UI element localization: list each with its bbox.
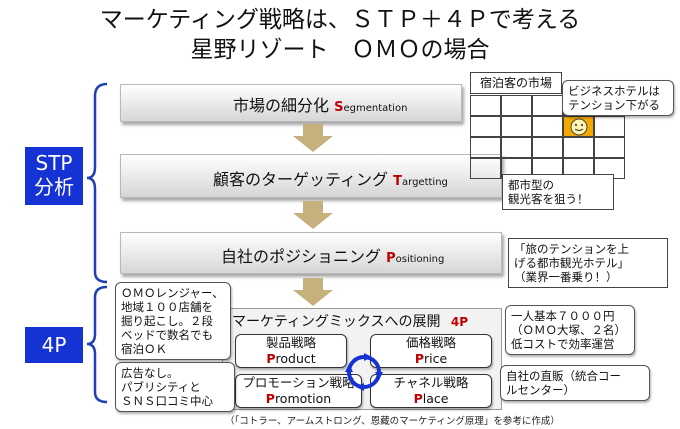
targeting-en: argetting bbox=[402, 177, 448, 188]
page-title: マーケティング戦略は、ＳＴＰ＋４Ｐで考える bbox=[99, 7, 581, 33]
step-segmentation: 市場の細分化 Segmentation bbox=[120, 84, 462, 122]
price-initial: P bbox=[414, 351, 424, 366]
smiley-face-icon bbox=[570, 118, 588, 136]
place-strategy-box: チャネル戦略 Place bbox=[370, 374, 492, 408]
target-note: 都市型の 観光客を狙う！ bbox=[502, 174, 614, 210]
note-line: げる都市観光ホテル」 bbox=[514, 256, 629, 270]
note-line: 広告なし。 bbox=[121, 366, 179, 380]
market-cell bbox=[594, 137, 625, 158]
stp-analysis-label: STP 分析 bbox=[25, 147, 83, 205]
note-line: パブリシティと bbox=[121, 380, 201, 394]
segmentation-en: egmentation bbox=[343, 103, 408, 114]
targeting-initial: T bbox=[393, 174, 403, 189]
step-targeting: 顧客のターゲッティング Targetting bbox=[120, 154, 502, 198]
place-initial: P bbox=[413, 391, 423, 406]
cycle-arrows-icon bbox=[345, 353, 383, 391]
business-hotel-callout: ビジネスホテルは テンション下がる bbox=[562, 80, 674, 116]
positioning-label: 自社のポジショニング Positioning bbox=[221, 243, 444, 267]
4p-label: 4P bbox=[25, 327, 83, 363]
note-line: 観光客を狙う！ bbox=[508, 192, 589, 206]
note-line: ＳＮＳ口コミ中心 bbox=[121, 394, 213, 408]
market-cell bbox=[470, 158, 501, 179]
page-subtitle: 星野リゾート ＯＭＯの場合 bbox=[190, 37, 490, 63]
product-strategy-box: 製品戦略 Product bbox=[235, 334, 347, 368]
promotion-strategy-box: プロモーション戦略 Promotion bbox=[235, 374, 362, 408]
market-cell bbox=[594, 116, 625, 137]
price-en: rice bbox=[423, 351, 448, 366]
note-line: ルセンター） bbox=[506, 383, 575, 397]
market-cell bbox=[532, 95, 563, 116]
positioning-initial: P bbox=[386, 251, 396, 266]
positioning-jp: 自社のポジショニング bbox=[221, 247, 382, 266]
note-line: 一人基本７０００円 bbox=[511, 309, 615, 323]
stp-label-line1: STP bbox=[35, 151, 73, 175]
product-initial: P bbox=[266, 351, 276, 366]
market-cell-highlight bbox=[563, 116, 594, 137]
promotion-note: 広告なし。 パブリシティと ＳＮＳ口コミ中心 bbox=[115, 362, 235, 412]
note-line: 「旅のテンションを上 bbox=[514, 242, 629, 256]
market-cell bbox=[563, 137, 594, 158]
segmentation-initial: S bbox=[334, 100, 344, 115]
segmentation-label: 市場の細分化 Segmentation bbox=[233, 92, 407, 116]
place-note: 自社の直販（統合コー ルセンター） bbox=[500, 365, 650, 401]
promotion-initial: P bbox=[265, 391, 275, 406]
note-line: 宿泊ＯＫ bbox=[121, 342, 167, 356]
positioning-note: 「旅のテンションを上 げる都市観光ホテル」 （業界一番乗り！） bbox=[508, 238, 668, 288]
segmentation-jp: 市場の細分化 bbox=[233, 96, 330, 115]
price-note: 一人基本７０００円 （ＯＭＯ大塚、２名） 低コストで効率運営 bbox=[505, 305, 635, 355]
note-line: （業界一番乗り！） bbox=[514, 270, 618, 284]
source-footnote: （「コトラー、アームストロング、恩藏のマーケティング原理」を参考に作成） bbox=[225, 416, 560, 427]
market-cell bbox=[532, 137, 563, 158]
place-jp: チャネル戦略 bbox=[393, 375, 469, 390]
product-jp: 製品戦略 bbox=[265, 335, 316, 350]
note-line: 掘り起こし。２段 bbox=[121, 314, 213, 328]
note-line: （ＯＭＯ大塚、２名） bbox=[511, 323, 626, 337]
market-cell bbox=[532, 116, 563, 137]
note-line: ＯＭＯレンジャー、 bbox=[121, 286, 224, 300]
note-line: 地域１００店舗を bbox=[121, 300, 213, 314]
callout-line: テンション下がる bbox=[568, 98, 660, 112]
market-grid-title: 宿泊客の市場 bbox=[470, 72, 562, 94]
marketing-mix-title: マーケティングミックスへの展開 4P bbox=[232, 311, 468, 331]
marketing-mix-jp: マーケティングミックスへの展開 bbox=[232, 314, 441, 330]
callout-line: ビジネスホテルは bbox=[568, 84, 660, 98]
market-cell bbox=[501, 137, 532, 158]
promotion-jp: プロモーション戦略 bbox=[242, 375, 355, 390]
market-cell bbox=[501, 95, 532, 116]
down-arrow-1-icon bbox=[293, 124, 333, 152]
targeting-jp: 顧客のターゲッティング bbox=[213, 170, 389, 189]
market-cell bbox=[470, 137, 501, 158]
product-note: ＯＭＯレンジャー、 地域１００店舗を 掘り起こし。２段 ベッドで数名でも 宿泊Ｏ… bbox=[115, 282, 231, 360]
market-cell bbox=[470, 95, 501, 116]
down-arrow-3-icon bbox=[293, 278, 333, 306]
price-jp: 価格戦略 bbox=[405, 335, 456, 350]
note-line: ベッドで数名でも bbox=[121, 328, 213, 342]
targeting-label: 顧客のターゲッティング Targetting bbox=[213, 166, 448, 190]
note-line: 自社の直販（統合コー bbox=[506, 369, 621, 383]
market-cell bbox=[470, 116, 501, 137]
step-positioning: 自社のポジショニング Positioning bbox=[120, 232, 502, 274]
price-strategy-box: 価格戦略 Price bbox=[370, 334, 492, 368]
positioning-en: ositioning bbox=[395, 254, 445, 265]
place-en: lace bbox=[422, 391, 449, 406]
product-en: roduct bbox=[275, 351, 316, 366]
promotion-en: romotion bbox=[274, 391, 332, 406]
4p-bracket bbox=[86, 285, 108, 404]
market-cell bbox=[501, 116, 532, 137]
down-arrow-2-icon bbox=[293, 201, 333, 229]
note-line: 都市型の bbox=[508, 178, 554, 192]
bracket-lines bbox=[86, 82, 108, 404]
stp-label-line2: 分析 bbox=[34, 175, 74, 199]
stp-bracket bbox=[86, 82, 108, 284]
marketing-mix-tag: 4P bbox=[450, 315, 469, 329]
note-line: 低コストで効率運営 bbox=[511, 337, 615, 351]
